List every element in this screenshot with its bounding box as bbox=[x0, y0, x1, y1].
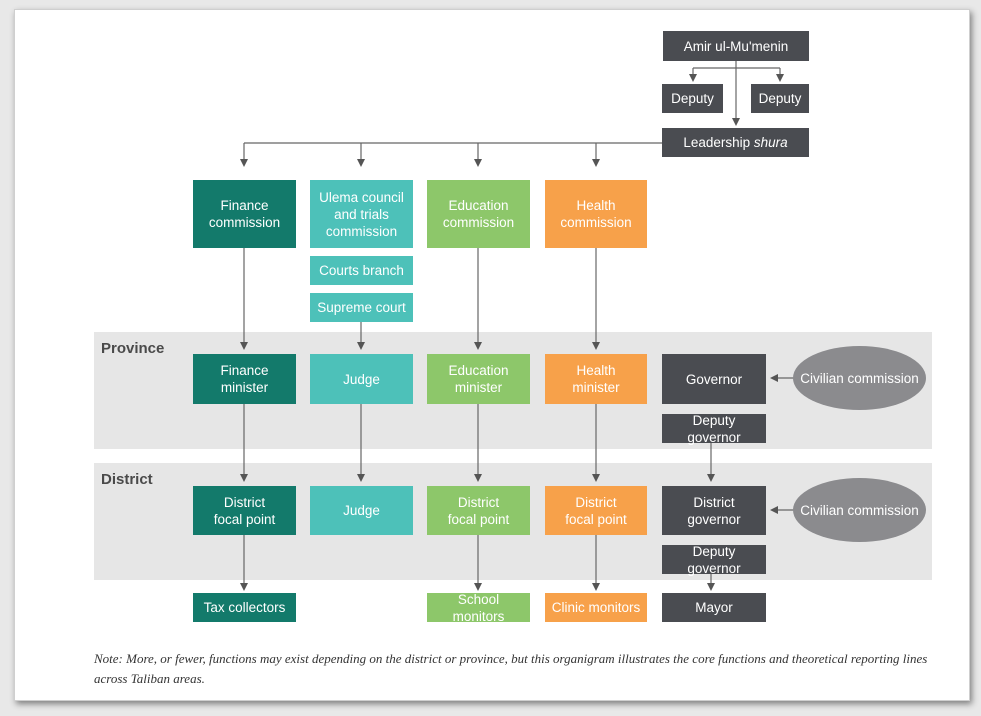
amir-label: Amir ul-Mu'menin bbox=[683, 38, 789, 54]
district-judge-label: Judge bbox=[343, 503, 380, 518]
supreme-court-box: Supreme court bbox=[310, 293, 413, 322]
school-monitors-box: School monitors bbox=[427, 591, 530, 624]
leadership-shura-box: Leadership shura bbox=[662, 128, 809, 157]
district-label: District bbox=[101, 471, 153, 488]
deputy-box-2: Deputy bbox=[751, 84, 809, 113]
district-deputy-governor-label: Deputy governor bbox=[687, 543, 741, 576]
province-civilian-commission-label: Civilian commission bbox=[800, 370, 919, 386]
province-label: Province bbox=[101, 340, 165, 357]
province-judge-label: Judge bbox=[343, 371, 380, 387]
mayor-box: Mayor bbox=[662, 593, 766, 622]
province-governor-box: Governor bbox=[662, 354, 766, 404]
mayor-label: Mayor bbox=[695, 600, 733, 615]
courts-branch-label: Courts branch bbox=[319, 263, 404, 278]
footnote: Note: More, or fewer, functions may exis… bbox=[94, 651, 928, 686]
deputy-label-2: Deputy bbox=[758, 91, 802, 106]
tax-collectors-box: Tax collectors bbox=[193, 593, 296, 622]
amir-box: Amir ul-Mu'menin bbox=[663, 31, 809, 61]
province-deputy-governor-box: Deputy governor bbox=[662, 412, 766, 445]
district-civilian-commission-label: Civilian commission bbox=[800, 502, 919, 518]
district-judge-box: Judge bbox=[310, 486, 413, 535]
province-governor-label: Governor bbox=[685, 371, 743, 387]
province-civilian-commission: Civilian commission bbox=[793, 346, 926, 410]
province-judge-box: Judge bbox=[310, 354, 413, 404]
leadership-shura-label: Leadership shura bbox=[683, 135, 788, 150]
deputy-label-1: Deputy bbox=[671, 91, 714, 106]
school-monitors-label: School monitors bbox=[452, 591, 505, 624]
province-deputy-governor-label: Deputy governor bbox=[687, 412, 741, 445]
clinic-monitors-box: Clinic monitors bbox=[545, 593, 647, 622]
tax-collectors-label: Tax collectors bbox=[203, 600, 286, 615]
courts-branch-box: Courts branch bbox=[310, 256, 413, 285]
deputy-box-1: Deputy bbox=[662, 84, 723, 113]
district-deputy-governor-box: Deputy governor bbox=[662, 543, 766, 576]
supreme-court-label: Supreme court bbox=[317, 300, 406, 315]
district-civilian-commission: Civilian commission bbox=[793, 478, 926, 542]
clinic-monitors-label: Clinic monitors bbox=[551, 600, 641, 615]
